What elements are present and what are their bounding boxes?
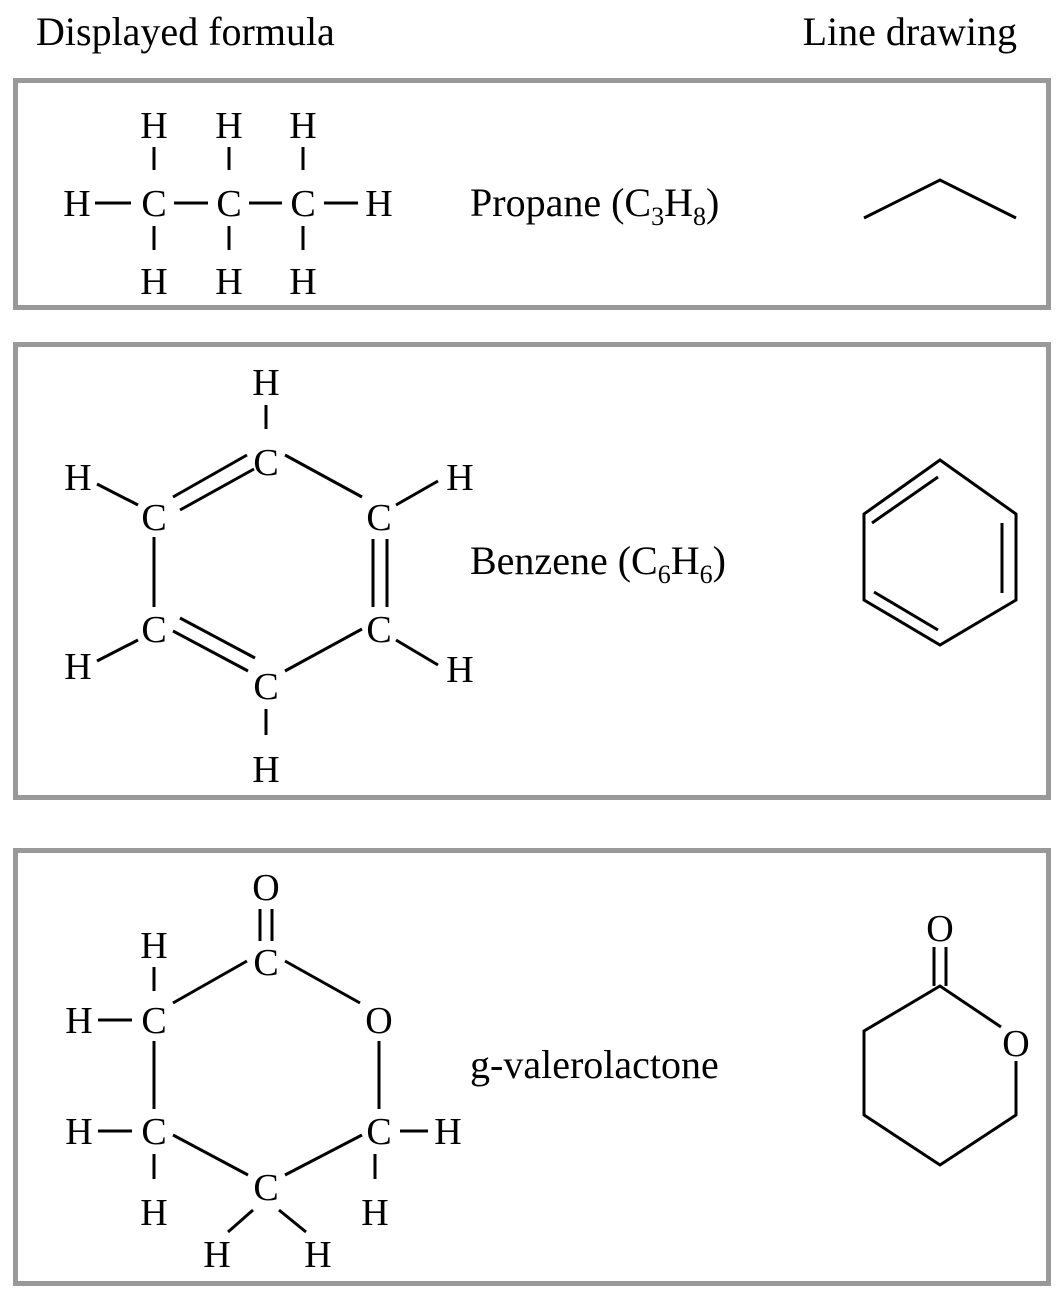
atom-c: C [141,497,166,539]
formula-subscript: 3 [651,202,665,231]
atom-h: H [289,261,316,303]
benzene-displayed-formula: C C C C C C H H H H H H [64,362,473,791]
benzene-line-drawing [862,458,1018,647]
propane-label: Propane (C3H8) [470,179,720,230]
formula-subscript: 6 [657,560,671,589]
formula-subscript: 6 [699,560,713,589]
bond [96,482,139,507]
atom-c: C [253,942,278,984]
bond [284,453,363,499]
valerolactone-panel: O C C O C C C H H H H H H H H [13,848,1051,1286]
atom-h: H [289,105,316,147]
bond [179,467,255,512]
formula-mid: H [664,180,693,225]
propane-line-drawing [863,178,1017,220]
atom-h: H [140,925,167,967]
atom-h: H [63,183,90,225]
formula-open: (C [617,538,658,583]
atom-h: H [140,1192,167,1234]
bond [284,1133,363,1177]
propane-panel: H H H H C C C H H H H Propane (C3H8) [13,78,1051,310]
propane-skeleton [863,178,1017,220]
atom-c: C [366,1111,391,1153]
molecule-name: Propane [470,180,602,225]
atom-h: H [64,646,91,688]
bond [395,638,439,667]
benzene-panel: C C C C C C H H H H H H Benzene (C6H6) [13,342,1051,800]
propane-displayed-formula: H H H H C C C H H H H [63,105,392,303]
atom-o: O [1002,1023,1029,1065]
bond [172,1133,249,1177]
atom-h: H [215,105,242,147]
bond [179,616,256,660]
atom-h: H [446,457,473,499]
atom-c: C [141,183,166,225]
atom-c: C [141,609,166,651]
atom-c: C [366,497,391,539]
bond [278,1208,307,1234]
molecule-name: g-valerolactone [470,1042,719,1087]
inner-double-bond [871,475,939,525]
atom-h: H [252,362,279,404]
displayed-formula-header: Displayed formula [36,9,335,54]
lactone-ring [862,984,1018,1167]
atom-h: H [304,1234,331,1276]
atom-h: H [434,1111,461,1153]
formula-close: ) [705,180,720,225]
atom-h: H [252,749,279,791]
atom-o: O [365,1000,392,1042]
atom-c: C [253,442,278,484]
inner-double-bond [873,590,939,632]
atom-o: O [252,867,279,909]
formula-mid: H [670,538,700,583]
atom-h: H [215,261,242,303]
atom-h: H [446,649,473,691]
formula-close: ) [712,538,726,583]
atom-h: H [65,1111,92,1153]
valerolactone-label: g-valerolactone [470,1041,719,1089]
formula-subscript: 8 [692,202,706,231]
atom-o: O [926,908,953,950]
valerolactone-line-drawing: O O [862,908,1030,1167]
atom-c: C [141,1000,166,1042]
atom-h: H [365,183,392,225]
line-drawing-header: Line drawing [802,9,1017,54]
atom-c: C [290,183,315,225]
atom-h: H [361,1192,388,1234]
bond [395,479,439,507]
atom-c: C [253,1167,278,1209]
bond [96,638,139,663]
bond [284,627,363,673]
atom-c: C [216,183,241,225]
valerolactone-displayed-formula: O C C O C C C H H H H H H H H [65,867,461,1276]
atom-h: H [140,261,167,303]
benzene-ring [862,458,1018,647]
atom-h: H [140,105,167,147]
benzene-label: Benzene (C6H6) [470,537,726,588]
atom-c: C [141,1111,166,1153]
bond [172,629,249,673]
atom-h: H [203,1234,230,1276]
atom-c: C [366,609,391,651]
atom-h: H [65,1000,92,1042]
bond [172,453,248,499]
molecule-name: Benzene [470,538,608,583]
bond [172,959,248,1005]
atom-h: H [64,457,91,499]
bond [227,1208,254,1234]
atom-c: C [253,666,278,708]
bond [284,959,361,1005]
formula-open: (C [611,180,652,225]
